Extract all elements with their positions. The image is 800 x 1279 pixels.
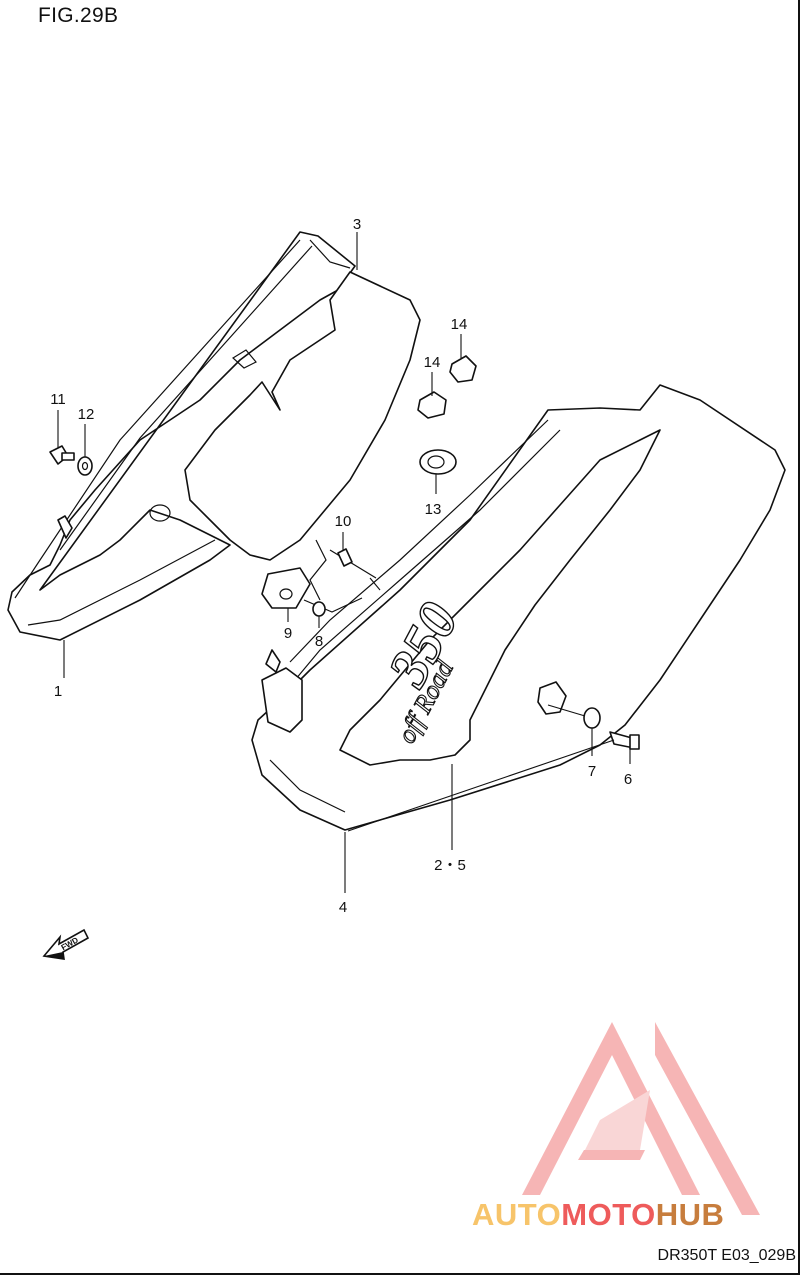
callout-10: 10: [335, 513, 352, 530]
callout-6: 6: [624, 771, 632, 788]
callout-2-5: 2・5: [434, 857, 466, 874]
leader-lines: [57, 232, 631, 893]
left-cover-decal: [149, 271, 421, 561]
figure-code: DR350T E03_029B: [657, 1247, 796, 1264]
callout-12: 12: [78, 406, 95, 423]
callout-11: 11: [50, 391, 66, 408]
forward-arrow-icon: FWD: [42, 928, 90, 960]
callout-1: 1: [54, 683, 62, 700]
callout-4: 4: [339, 899, 347, 916]
callout-14-upper: 14: [451, 316, 468, 333]
watermark-part-auto: AUTO: [472, 1197, 562, 1232]
watermark-part-moto: MOTO: [561, 1197, 656, 1232]
watermark-part-hub: HUB: [655, 1197, 725, 1232]
callout-9: 9: [284, 625, 292, 642]
callout-3: 3: [353, 216, 361, 233]
side-cover-left: [7, 231, 356, 641]
watermark-text: AUTOMOTOHUB: [472, 1197, 724, 1233]
callout-13: 13: [425, 501, 442, 518]
hardware-parts: [49, 355, 640, 750]
callout-8: 8: [315, 633, 323, 650]
watermark-logo-icon: [522, 1022, 760, 1215]
callout-7: 7: [588, 763, 596, 780]
frame-bottom-border: [0, 1273, 800, 1275]
figure-title: FIG.29B: [38, 4, 119, 27]
frame-right-border: [798, 0, 800, 1275]
callout-labels: 1 2・5 3 4 6 7 8 9 10 11 12 13 14 14: [50, 216, 632, 916]
callout-14-lower: 14: [424, 354, 441, 371]
